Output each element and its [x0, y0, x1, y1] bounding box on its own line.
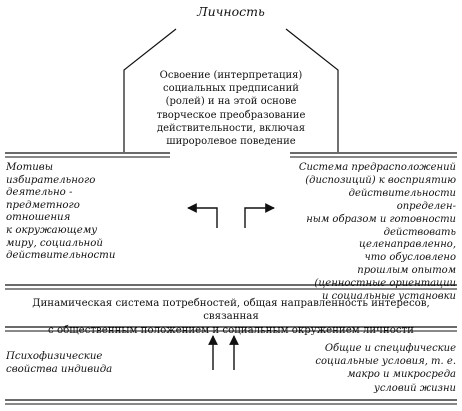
left-block-line: деятельно -: [6, 187, 73, 199]
roof-right-edge: [285, 28, 339, 152]
right-block-line: (ценностные ориентации: [314, 278, 456, 290]
left-block-line: к окружающему: [6, 224, 98, 236]
diagram-title: Личность: [197, 4, 265, 19]
roof-left-edge: [123, 28, 177, 152]
left-block-line: миру, социальной: [6, 237, 103, 249]
bottom-right-line: Общие и специфические: [324, 343, 456, 354]
left-block-line: Мотивы: [6, 162, 54, 173]
bottom-right-social-conditions: Общие и специфические социальные условия…: [292, 342, 456, 395]
bottom-left-line: Психофизические: [6, 351, 103, 362]
right-block-line: Система предрасположений: [298, 162, 456, 173]
left-block-line: отношения: [6, 212, 71, 224]
right-block-dispositions: Система предрасположений (диспозиций) к …: [292, 162, 456, 304]
right-block-line: и социальные установки: [322, 291, 456, 303]
left-block-line: действительности: [6, 250, 116, 262]
middle-band-line: с общественным положением и социальным о…: [48, 324, 414, 336]
arrow-to-left-block: [187, 203, 218, 228]
right-block-line: (диспозиций) к восприятию: [305, 174, 456, 186]
center-arrows: [187, 203, 275, 228]
roof-text: Освоение (интерпретация) социальных пред…: [156, 70, 306, 148]
left-block-motives: Мотивы избирательного деятельно - предме…: [6, 162, 126, 263]
right-block-line: прошлым опытом: [357, 265, 456, 277]
arrow-to-right-block: [244, 203, 275, 228]
right-block-line: действительности определен-: [348, 187, 456, 212]
left-block-line: предметного: [6, 199, 80, 211]
upper-separators: [5, 152, 457, 158]
right-block-line: что обусловлено: [364, 252, 456, 264]
bottom-lines: [5, 399, 457, 405]
bottom-right-line: макро и микросреда: [347, 369, 456, 381]
bottom-right-line: условий жизни: [374, 382, 456, 394]
middle-band-lines: [5, 284, 457, 332]
right-block-line: действовать целенаправленно,: [358, 226, 456, 251]
middle-band-text: Динамическая система потребностей, общая…: [8, 297, 454, 337]
house-outline: [123, 28, 339, 152]
left-block-line: избирательного: [6, 174, 96, 186]
bottom-right-line: социальные условия, т. е.: [315, 356, 456, 368]
right-block-line: ным образом и готовности: [306, 213, 456, 225]
bottom-left-line: свойства индивида: [6, 364, 113, 375]
lower-arrows: [208, 335, 239, 370]
bottom-left-psychophysical: Психофизические свойства индивида: [6, 350, 156, 376]
middle-band-line: Динамическая система потребностей, общая…: [32, 298, 430, 323]
